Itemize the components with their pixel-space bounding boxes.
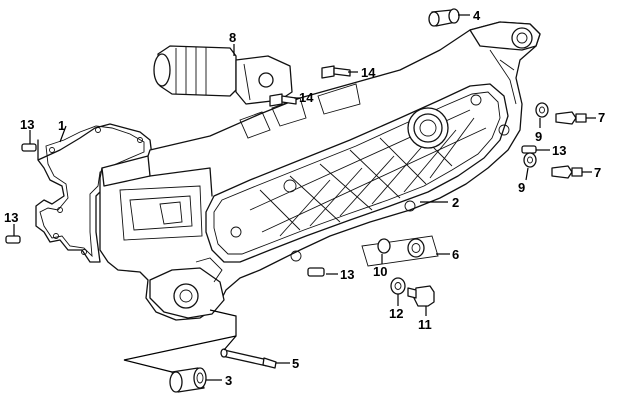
label-10: 10 bbox=[373, 264, 387, 279]
bolt-part-14b bbox=[269, 93, 297, 107]
bolt-part-14a bbox=[321, 65, 351, 79]
label-13c: 13 bbox=[340, 267, 354, 282]
bushing-part-3 bbox=[169, 367, 207, 393]
drain-plug-part-11 bbox=[407, 285, 435, 307]
label-8: 8 bbox=[229, 30, 236, 45]
label-2: 2 bbox=[452, 195, 459, 210]
label-6: 6 bbox=[452, 247, 459, 262]
seal-assembly-part-6-10 bbox=[361, 235, 439, 267]
label-7a: 7 bbox=[598, 110, 605, 125]
washer-part-12 bbox=[390, 277, 406, 295]
bolt-part-7b bbox=[551, 165, 583, 179]
washer-part-9b bbox=[523, 152, 537, 168]
dowel-pin-13d bbox=[521, 145, 537, 154]
label-4: 4 bbox=[473, 8, 481, 23]
label-11: 11 bbox=[418, 317, 432, 332]
label-9b: 9 bbox=[518, 180, 525, 195]
label-14a: 14 bbox=[361, 65, 376, 80]
label-5: 5 bbox=[292, 356, 299, 371]
bushing-part-4 bbox=[428, 8, 460, 27]
dowel-pin-13c bbox=[307, 267, 325, 277]
shaft-part-5 bbox=[220, 348, 277, 369]
bolt-part-7a bbox=[555, 111, 587, 125]
label-13b: 13 bbox=[4, 210, 18, 225]
gasket-part bbox=[35, 123, 153, 263]
washer-part-9a bbox=[535, 102, 549, 118]
label-13a: 13 bbox=[20, 117, 34, 132]
leader-lines bbox=[13, 14, 596, 381]
label-9a: 9 bbox=[535, 129, 542, 144]
label-12: 12 bbox=[389, 306, 403, 321]
label-3: 3 bbox=[225, 373, 232, 388]
dowel-pin-13a bbox=[21, 143, 37, 152]
label-13d: 13 bbox=[552, 143, 566, 158]
crankcase-part bbox=[99, 21, 541, 321]
label-1: 1 bbox=[58, 118, 65, 133]
label-7b: 7 bbox=[594, 165, 601, 180]
dowel-pin-13b bbox=[5, 235, 21, 244]
label-14b: 14 bbox=[299, 90, 314, 105]
